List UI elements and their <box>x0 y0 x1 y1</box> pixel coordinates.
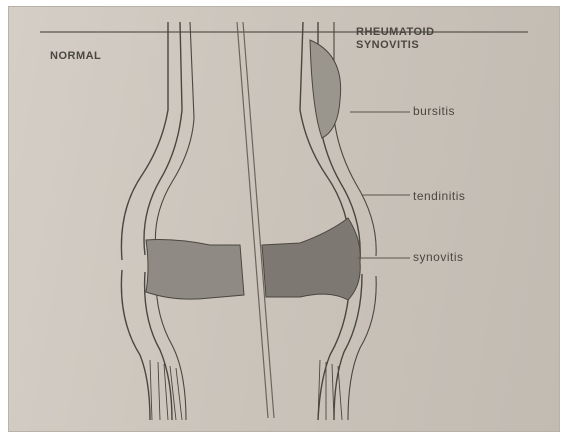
normal-label: NORMAL <box>50 50 101 62</box>
tendinitis-label: tendinitis <box>413 189 465 203</box>
bursitis-swelling <box>310 40 341 138</box>
rheumatoid-title: RHEUMATOID SYNOVITIS <box>356 26 435 52</box>
rheumatoid-title-line2: SYNOVITIS <box>356 39 435 52</box>
synovitis-mass <box>262 218 360 300</box>
bursitis-label: bursitis <box>413 104 455 118</box>
normal-joint-space <box>146 240 244 300</box>
center-divider <box>237 22 268 418</box>
normal-joint <box>121 22 194 420</box>
synovitis-label: synovitis <box>413 250 464 264</box>
rheumatoid-title-line1: RHEUMATOID <box>356 26 435 39</box>
